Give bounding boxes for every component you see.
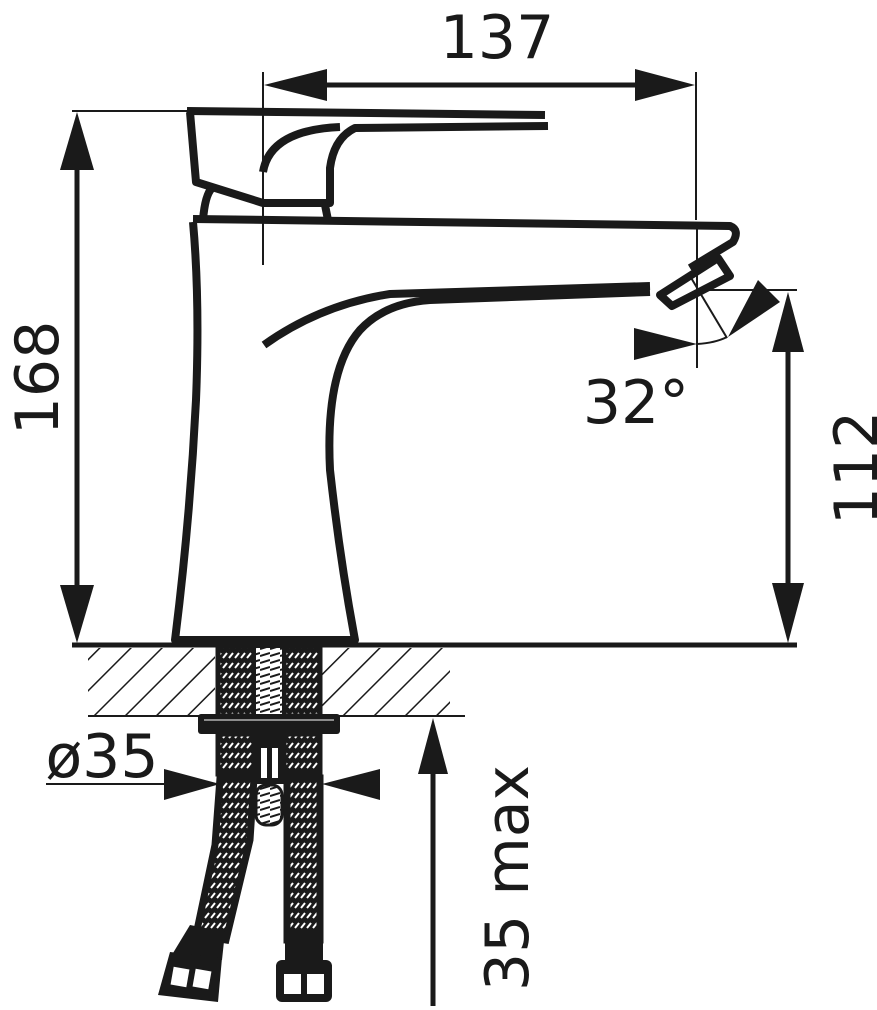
countertop-section [72,642,797,717]
hose-left-nut [158,952,222,1002]
dimension-height-112: 112 [700,289,877,643]
dimension-angle-32: 32° [583,225,780,438]
dimension-max-thickness: 35 max [418,718,543,1006]
arrowhead-diagonal-icon [728,280,780,337]
arrowhead-up-icon [418,718,448,774]
arrowhead-up-icon [772,292,804,352]
arrowhead-right-icon [634,328,697,360]
arrowhead-down-icon [60,585,94,643]
angle-arc [696,336,728,345]
angle-reference-line [689,275,728,339]
hatch-right [320,648,450,715]
threaded-stud [252,644,286,718]
lever-handle [186,107,549,221]
mounting-assembly [198,643,340,827]
hose-right-ferrule [285,930,323,960]
hatch-left [88,648,215,715]
hose-right [283,774,324,944]
arrowhead-down-icon [772,583,804,643]
stud-thread-lower [254,783,284,827]
mounting-nut [198,714,340,734]
dimension-label-168: 168 [3,321,73,436]
arrowhead-left-icon [322,769,380,800]
dimension-label-32-degrees: 32° [583,368,689,438]
arrowhead-up-icon [60,112,94,170]
dimension-height-168: 168 [3,110,190,643]
hose-left-ferrule [170,925,225,960]
aerator [656,254,734,310]
arrowhead-right-icon [635,69,695,101]
arrowhead-right-icon [164,769,220,800]
dimension-label-35-max: 35 max [473,765,543,991]
dimension-width-137: 137 [262,3,697,265]
dimension-label-137: 137 [440,3,555,73]
dimension-label-diameter-35: ø35 [45,722,158,792]
dimension-label-112: 112 [822,411,877,526]
hose-right-upper [281,643,323,719]
faucet-body [171,215,740,644]
hose-left-mid [215,731,257,777]
hose-left [191,774,258,944]
arrowhead-left-icon [264,69,327,101]
hose-left-upper [215,643,257,719]
dimension-diameter-35: ø35 [45,722,380,800]
hose-right-mid [281,731,323,777]
stud-slot [254,734,284,784]
braided-hoses [158,774,332,1002]
